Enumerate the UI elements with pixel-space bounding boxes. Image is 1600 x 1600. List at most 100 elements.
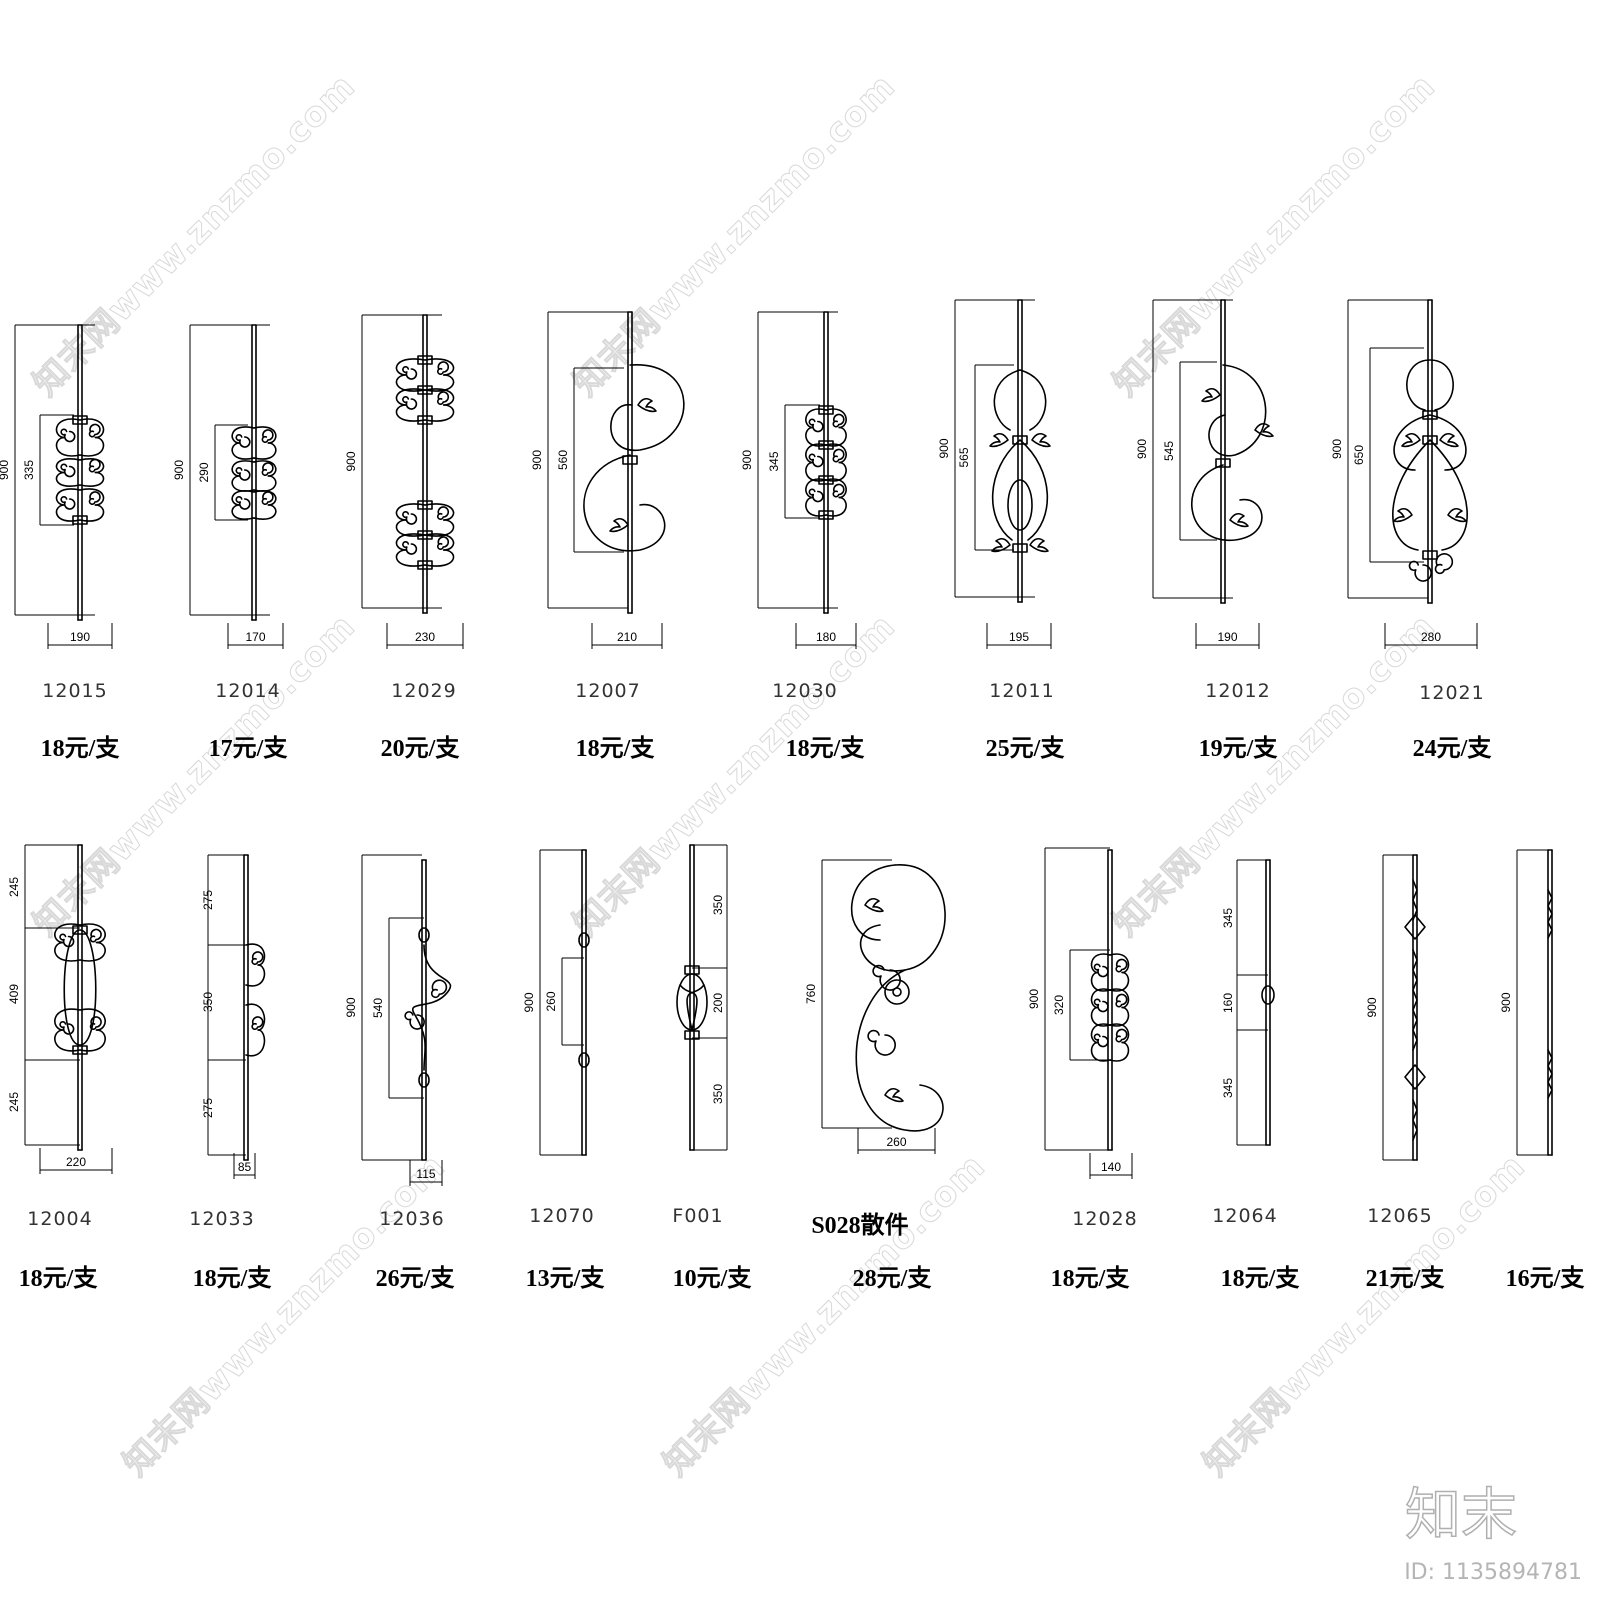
- knuckle: [1404, 914, 1426, 940]
- scroll-arm: [395, 549, 426, 567]
- dimension-label: 210: [617, 630, 637, 644]
- scroll-curl: [436, 506, 450, 520]
- scroll-arm: [395, 388, 426, 406]
- dimensions-12065: 900: [1365, 854, 1415, 1161]
- dimensions-12064: 345 160 345: [1221, 859, 1268, 1146]
- scroll-curl: [1093, 1033, 1109, 1048]
- product-price: 13元/支: [525, 1266, 605, 1292]
- knuckle: [578, 932, 590, 948]
- scroll-curl: [1093, 963, 1109, 978]
- dimension-label: 350: [201, 992, 215, 1012]
- scroll-arm: [1109, 953, 1130, 974]
- scroll-top: [1406, 359, 1454, 411]
- scroll-arm: [245, 1003, 266, 1031]
- rod-collar: [1422, 550, 1438, 560]
- dimension-label: 900: [522, 992, 536, 1012]
- dimension-label: 900: [1135, 439, 1149, 459]
- rod-collar: [72, 515, 88, 525]
- scroll-arm: [54, 1008, 81, 1031]
- scroll-arm: [395, 358, 426, 376]
- leaf-ornament: [1393, 507, 1413, 523]
- rod-collar: [417, 415, 433, 425]
- scroll-arm: [55, 471, 81, 487]
- dimension-label: 160: [1221, 993, 1235, 1013]
- dimension-label: 900: [1499, 992, 1513, 1012]
- dimension-label: 195: [1009, 630, 1029, 644]
- leaf-ornament: [884, 1087, 904, 1103]
- scroll-arm: [253, 426, 277, 444]
- dimension-label: 350: [711, 895, 725, 915]
- dimension-label: 140: [1101, 1160, 1121, 1174]
- scroll-curl: [404, 1011, 425, 1030]
- product-price: 21元/支: [1365, 1266, 1445, 1292]
- scroll-curl: [832, 483, 845, 498]
- baluster-12033: [243, 854, 266, 1161]
- image-id-label: ID: 1135894781: [1404, 1560, 1582, 1585]
- scroll-arm: [395, 374, 426, 392]
- product-price: 20元/支: [380, 736, 460, 762]
- scroll-curl: [235, 434, 251, 448]
- dimension-label: 345: [1221, 1078, 1235, 1098]
- scroll-arm: [79, 923, 106, 944]
- scroll-curl: [867, 1029, 896, 1056]
- baluster-12004: [54, 844, 106, 1151]
- leaf-ornament: [637, 397, 657, 413]
- scroll-curl: [251, 1016, 264, 1030]
- scroll-curl: [261, 491, 274, 505]
- dimension-label: 900: [937, 438, 951, 458]
- scroll-curl: [402, 366, 418, 380]
- scroll-arm: [231, 475, 255, 492]
- dimension-label: 900: [1330, 439, 1344, 459]
- leaf-ornament: [609, 517, 629, 533]
- rod-collar: [417, 530, 433, 540]
- scroll-arm: [55, 418, 81, 439]
- scroll-curl: [235, 467, 251, 481]
- product-code: 12004: [27, 1208, 93, 1230]
- baluster-12021: [1392, 299, 1468, 604]
- knuckle: [418, 927, 430, 943]
- knuckle: [578, 1052, 590, 1068]
- dimension-label: 545: [1162, 441, 1176, 461]
- scroll-curl: [436, 361, 450, 375]
- scroll-arm: [825, 443, 847, 464]
- knuckle: [1404, 1064, 1426, 1090]
- scroll-curl: [261, 429, 274, 443]
- rod-collar: [72, 415, 88, 425]
- s-scroll-upper: [610, 364, 685, 451]
- dimension-label: 345: [1221, 908, 1235, 928]
- dimension-label: 345: [767, 451, 781, 471]
- dimension-label: 180: [816, 630, 836, 644]
- product-code: 12070: [529, 1205, 595, 1227]
- dimension-label: 900: [530, 450, 544, 470]
- scroll-arm: [231, 490, 255, 506]
- dimension-label: 760: [804, 984, 818, 1004]
- product-price: 18元/支: [785, 736, 865, 762]
- scroll-arm: [805, 461, 827, 482]
- twist-pattern: [1547, 889, 1553, 1099]
- scroll-arm: [424, 533, 455, 551]
- scroll-arm: [55, 488, 81, 506]
- basket-twist: [1007, 479, 1033, 531]
- dimension-label: 85: [238, 1160, 252, 1174]
- dimensions-plain-twist: 900: [1499, 849, 1550, 1156]
- baluster-12036: [404, 859, 452, 1161]
- dimension-label: 900: [344, 997, 358, 1017]
- scroll-curl: [872, 964, 901, 991]
- baluster-plain-twist: [1547, 849, 1553, 1156]
- leaf-ornament: [1447, 507, 1467, 523]
- scroll-arm: [231, 504, 255, 520]
- scroll-arm: [825, 478, 847, 499]
- product-code: S028散件: [811, 1213, 909, 1239]
- scroll-curl: [808, 418, 824, 433]
- dimension-label: 245: [7, 1092, 21, 1112]
- rod-collar: [818, 510, 834, 520]
- scroll-arm: [805, 408, 827, 429]
